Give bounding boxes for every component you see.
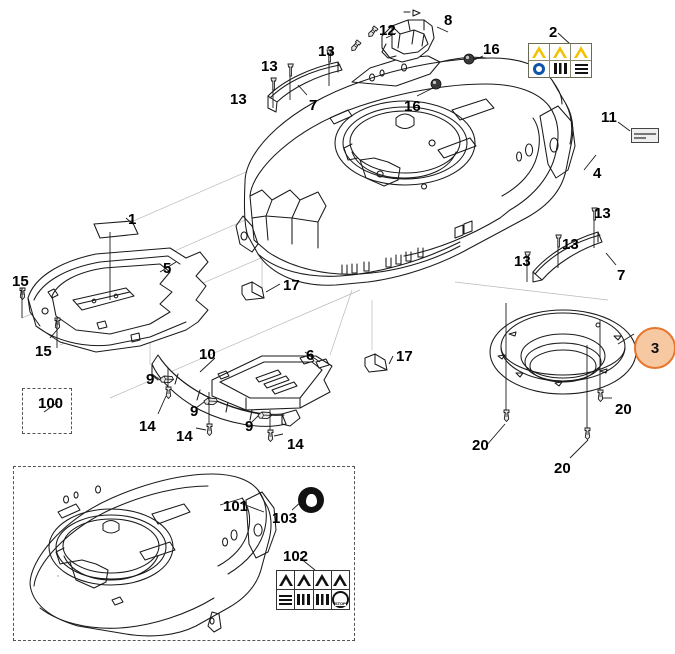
stop-engine-icon: STOP <box>331 590 349 609</box>
callout-label-20[interactable]: 20 <box>472 437 489 454</box>
deck-housing-drawing <box>235 55 576 286</box>
remove-key-icon <box>571 61 591 78</box>
warning-triangle-icon <box>295 571 314 590</box>
callout-label-13[interactable]: 13 <box>318 43 335 60</box>
read-manual-icon <box>277 590 296 609</box>
callout-label-15[interactable]: 15 <box>35 343 52 360</box>
callout-badge-3[interactable]: 3 <box>634 327 675 369</box>
callout-label-102[interactable]: 102 <box>283 548 309 565</box>
lower-cover-plate-drawing <box>19 217 209 353</box>
callout-label-7[interactable]: 7 <box>617 267 626 284</box>
safety-warning-decal-2 <box>528 43 592 78</box>
keep-distance-icon <box>550 60 571 77</box>
callout-label-14[interactable]: 14 <box>139 418 156 435</box>
spare-screw-inset-box <box>22 388 72 434</box>
callout-label-13[interactable]: 13 <box>562 236 579 253</box>
trim-strip-left <box>267 49 343 113</box>
callout-label-103[interactable]: 103 <box>272 510 298 527</box>
callout-label-5[interactable]: 5 <box>163 260 172 277</box>
callout-label-7[interactable]: 7 <box>309 97 318 114</box>
callout-label-13[interactable]: 13 <box>230 91 247 108</box>
warning-triangle-icon <box>529 44 550 61</box>
keep-distance-icon <box>295 590 314 609</box>
safety-warning-decal-102: STOP <box>276 570 350 610</box>
callout-label-10[interactable]: 10 <box>199 346 216 363</box>
callout-label-9[interactable]: 9 <box>146 371 155 388</box>
cable-bracket-drawing <box>349 9 435 63</box>
front-bumper-strip-drawing <box>151 354 301 442</box>
callout-label-13[interactable]: 13 <box>261 58 278 75</box>
callout-label-9[interactable]: 9 <box>190 403 199 420</box>
warning-triangle-icon <box>277 571 296 590</box>
callout-label-17[interactable]: 17 <box>396 348 413 365</box>
callout-leaders <box>43 26 631 571</box>
callout-label-20[interactable]: 20 <box>615 401 632 418</box>
callout-label-13[interactable]: 13 <box>594 205 611 222</box>
stop-label: STOP <box>334 601 346 606</box>
rear-flap-plate-drawing <box>211 351 333 411</box>
callout-label-101[interactable]: 101 <box>223 498 249 515</box>
callout-label-4[interactable]: 4 <box>593 165 602 182</box>
callout-label-15[interactable]: 15 <box>12 273 29 290</box>
callout-label-9[interactable]: 9 <box>245 418 254 435</box>
callout-label-11[interactable]: 11 <box>601 109 617 126</box>
read-manual-icon <box>529 60 550 77</box>
callout-label-6[interactable]: 6 <box>306 347 315 364</box>
callout-label-16[interactable]: 16 <box>404 98 421 115</box>
callout-label-8[interactable]: 8 <box>444 12 453 29</box>
callout-label-1[interactable]: 1 <box>128 211 137 228</box>
warning-triangle-icon <box>313 571 332 590</box>
callout-label-16[interactable]: 16 <box>483 41 500 58</box>
warning-triangle-icon <box>550 44 571 61</box>
warning-triangle-icon <box>571 44 591 61</box>
callout-label-14[interactable]: 14 <box>287 436 304 453</box>
rating-plate-decal-11 <box>631 128 659 143</box>
callout-label-17[interactable]: 17 <box>283 277 300 294</box>
callout-label-2[interactable]: 2 <box>549 24 558 41</box>
callout-label-20[interactable]: 20 <box>554 460 571 477</box>
callout-label-14[interactable]: 14 <box>176 428 193 445</box>
fan-cover-disc-drawing <box>489 303 637 440</box>
assembly-inset-box <box>13 466 355 641</box>
complete-deck-assembly-drawing <box>29 473 277 637</box>
trim-strip-right <box>524 207 603 283</box>
callout-label-13[interactable]: 13 <box>514 253 531 270</box>
rubber-grommet-part-103 <box>298 487 324 513</box>
ball-stud-parts <box>430 53 475 90</box>
callout-label-100[interactable]: 100 <box>38 395 64 412</box>
deck-tabs <box>341 247 424 275</box>
warning-triangle-icon <box>331 571 349 590</box>
remove-key-icon <box>314 590 332 609</box>
callout-label-12[interactable]: 12 <box>379 22 396 39</box>
wedge-clip-parts <box>241 281 394 373</box>
